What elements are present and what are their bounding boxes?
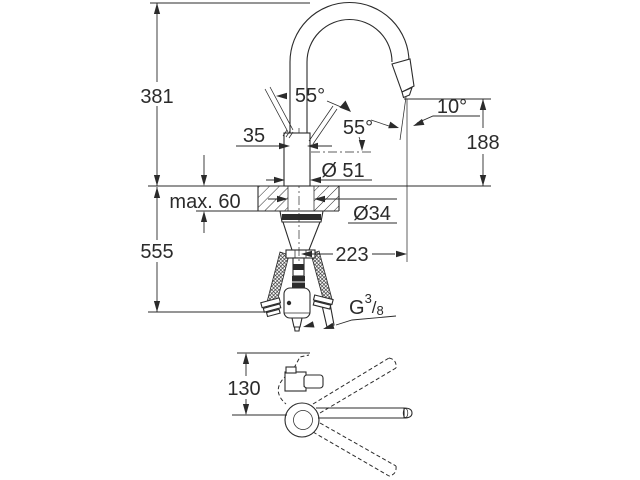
spout-outlet-head: [391, 58, 415, 93]
top-view: 130: [227, 352, 413, 477]
countertop: [148, 185, 491, 212]
lever-indicators: [264, 86, 371, 153]
supply-hose-right: [310, 250, 335, 328]
dim-height-381: 381: [140, 3, 174, 186]
dim-counter-max60: max. 60: [169, 155, 241, 233]
hose-bundle: [282, 221, 321, 251]
spout-arm-top: [316, 407, 413, 419]
swivel-range: [312, 357, 397, 477]
dim-hole-dia34: Ø34: [268, 195, 397, 225]
dim-base-dia51: Ø 51: [266, 160, 372, 184]
label-dia51: Ø 51: [321, 160, 364, 182]
under-counter-assembly: [260, 210, 335, 332]
dim-angle-55-top: 55°: [276, 85, 351, 112]
label-555: 555: [140, 241, 173, 263]
dim-thread-g38: G3/8: [303, 291, 397, 329]
label-130: 130: [227, 378, 260, 400]
dimensions: 381 555 max. 60 35 55°: [140, 2, 500, 329]
label-55-top: 55°: [295, 85, 325, 107]
label-381: 381: [140, 86, 173, 108]
dim-reach-223: 223: [301, 99, 408, 266]
dim-angle-55-front: 55°: [343, 117, 373, 151]
label-10: 10°: [437, 96, 467, 118]
label-35: 35: [243, 125, 265, 147]
dim-angle-10: 10°: [370, 96, 480, 129]
dim-height-555: 555: [140, 187, 268, 313]
label-223: 223: [335, 244, 368, 266]
supply-hose-left: [260, 251, 290, 318]
pull-out-spray-head: [283, 249, 316, 332]
dim-height-188: 188: [404, 98, 500, 186]
front-view: [148, 1, 491, 332]
label-g38: G3/8: [349, 291, 384, 319]
label-188: 188: [466, 132, 499, 154]
lever-top: [277, 354, 324, 405]
faucet-base-top: [284, 402, 320, 438]
dim-depth-130: 130: [227, 352, 310, 416]
dim-pipe-35: 35: [236, 125, 332, 150]
spout-arc: [289, 1, 415, 141]
faucet-base-inner: [293, 410, 313, 430]
faucet-body: [283, 62, 311, 266]
label-dia34: Ø34: [353, 203, 391, 225]
spout-axis-line: [399, 96, 407, 141]
spray-button: [286, 300, 292, 306]
label-max60: max. 60: [169, 191, 240, 213]
label-55-front: 55°: [343, 117, 373, 139]
